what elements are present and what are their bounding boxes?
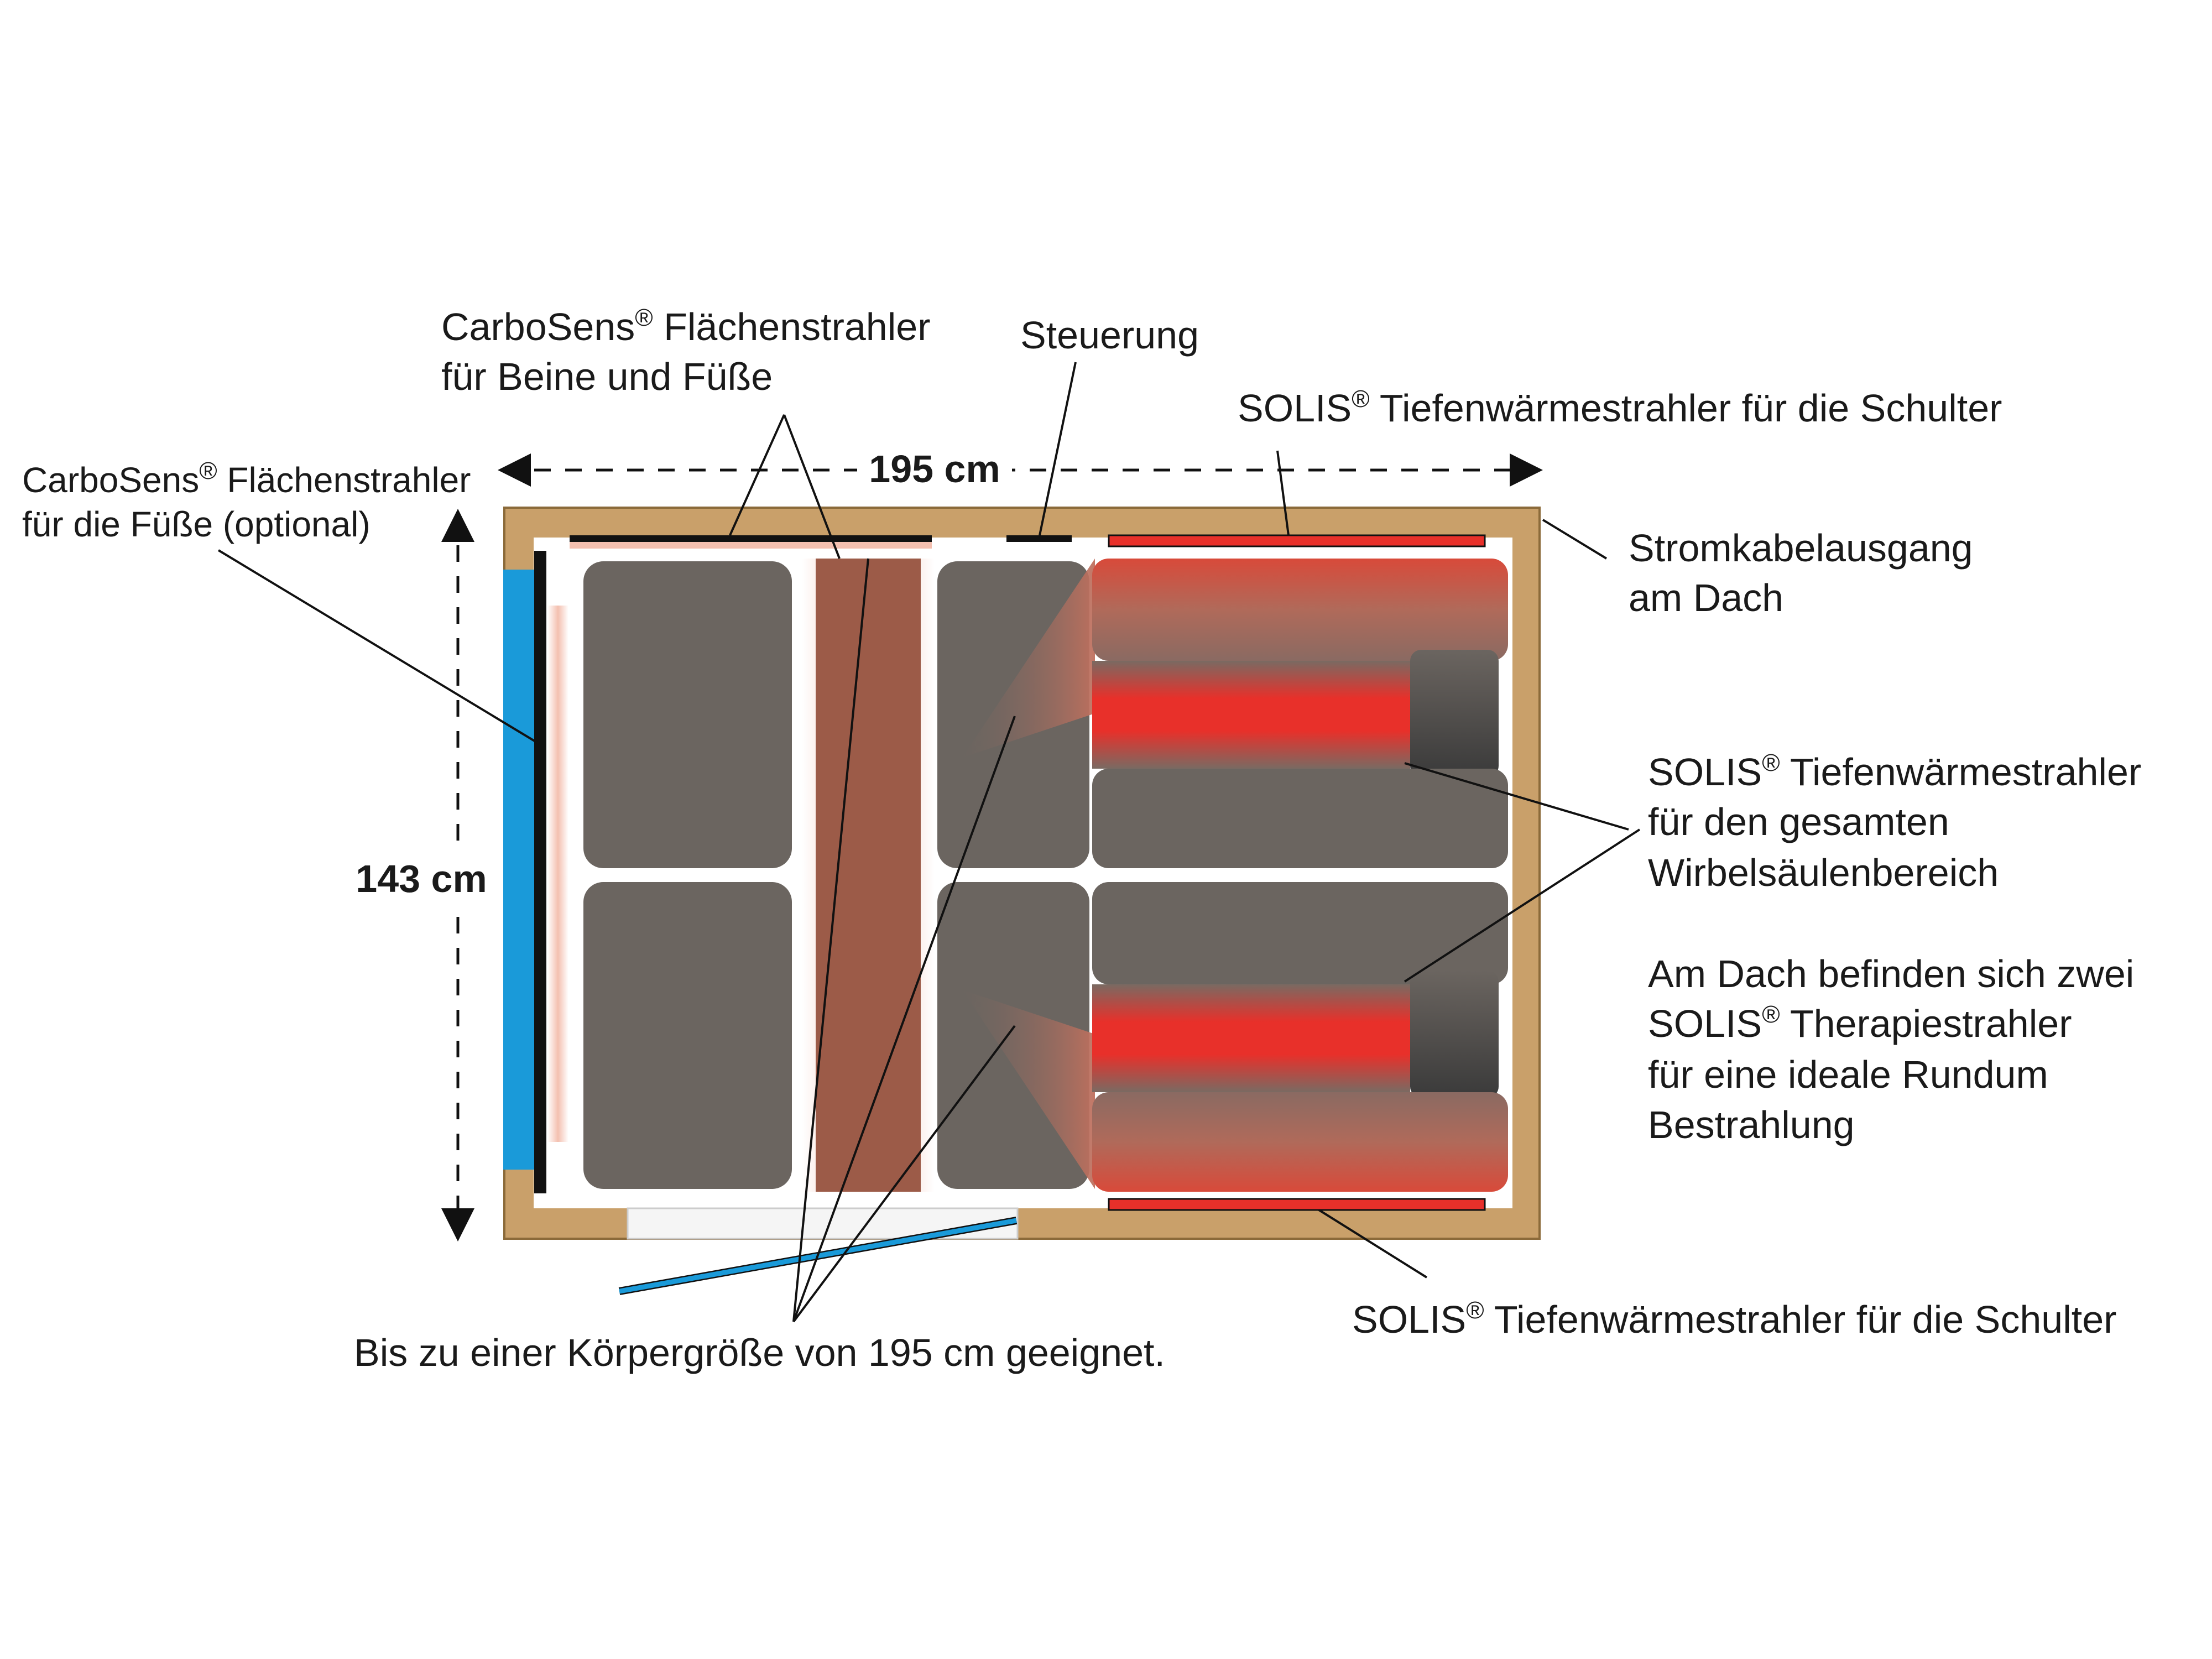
svg-text:CarboSens® Flächenstrahler: CarboSens® Flächenstrahler (22, 457, 471, 500)
label-solis-shoulder-top: SOLIS® Tiefenwärmestrahler für die Schul… (1238, 385, 2002, 430)
svg-text:SOLIS® Tiefenwärmestrahler für: SOLIS® Tiefenwärmestrahler für die Schul… (1352, 1297, 2116, 1341)
label-carbosens-feet-optional: CarboSens® Flächenstrahler für die Füße … (22, 457, 471, 544)
cushion-right-1 (1092, 559, 1508, 661)
label-body-size: Bis zu einer Körpergröße von 195 cm geei… (354, 1331, 1165, 1374)
solis-shoulder-heater-top (1108, 534, 1486, 547)
solis-spine-heater-bottom (1092, 984, 1410, 1092)
leader-foot-heater (217, 549, 540, 745)
svg-text:Am Dach befinden sich zwei: Am Dach befinden sich zwei (1648, 952, 2134, 995)
carbosens-foot-heater-optional (547, 606, 568, 1142)
leader-body-2 (792, 1025, 1016, 1323)
leader-shoulder-bottom (1318, 1209, 1428, 1279)
width-label-bg (857, 445, 1012, 492)
height-label-bg (343, 849, 503, 910)
height-dimension-label: 143 cm (356, 857, 487, 900)
svg-text:SOLIS® Therapiestrahler: SOLIS® Therapiestrahler (1648, 1001, 2072, 1045)
solis-beam-bottom (962, 990, 1095, 1189)
leader-power-cable (1542, 519, 1608, 560)
cushion-right-end-top (1410, 650, 1499, 777)
leader-legs-2 (783, 414, 841, 559)
svg-text:für den gesamten: für den gesamten (1648, 800, 1949, 843)
svg-text:für Beine und Füße: für Beine und Füße (441, 355, 773, 398)
svg-text:für die Füße (optional): für die Füße (optional) (22, 504, 371, 544)
solis-beam-top (962, 559, 1095, 758)
label-carbosens-legs-feet: CarboSens® Flächenstrahler für Beine und… (441, 304, 931, 398)
leader-spine-1 (1404, 762, 1629, 831)
cushion-left-bottom (583, 882, 792, 1189)
svg-text:SOLIS® Tiefenwärmestrahler: SOLIS® Tiefenwärmestrahler (1648, 749, 2141, 794)
label-roof-note: Am Dach befinden sich zwei SOLIS® Therap… (1648, 952, 2134, 1146)
cushion-right-3 (1092, 882, 1508, 984)
svg-text:SOLIS® Tiefenwärmestrahler für: SOLIS® Tiefenwärmestrahler für die Schul… (1238, 385, 2002, 430)
leader-control (1039, 362, 1077, 536)
cushion-right-4 (1092, 1092, 1508, 1192)
leader-spine-2 (1404, 828, 1641, 983)
front-glass-panel (503, 570, 534, 1170)
front-frame-bar (534, 551, 546, 1193)
label-control: Steuerung (1020, 314, 1199, 357)
control-unit (1006, 535, 1072, 542)
carbosens-top-glow (570, 542, 932, 549)
solis-shoulder-heater-bottom (1108, 1198, 1486, 1211)
width-dimension-label: 195 cm (869, 447, 1000, 491)
svg-text:Bestrahlung: Bestrahlung (1648, 1103, 1855, 1146)
svg-text:Stromkabelausgang: Stromkabelausgang (1629, 526, 1973, 570)
leader-shoulder-top (1276, 450, 1290, 536)
carbosens-top-bar (570, 535, 932, 542)
svg-text:Wirbelsäulenbereich: Wirbelsäulenbereich (1648, 851, 1999, 894)
cushion-left-top (583, 561, 792, 868)
cushion-right-end-bottom (1410, 971, 1499, 1098)
carbosens-leg-heater (816, 559, 921, 1192)
svg-text:für eine ideale Rundum: für eine ideale Rundum (1648, 1053, 2048, 1096)
leader-body-3 (792, 558, 869, 1322)
svg-text:CarboSens® Flächenstrahler: CarboSens® Flächenstrahler (441, 304, 931, 348)
leader-body-1 (792, 716, 1016, 1322)
cushion-right-2 (1092, 769, 1508, 868)
label-solis-shoulder-bottom: SOLIS® Tiefenwärmestrahler für die Schul… (1352, 1297, 2116, 1341)
solis-spine-heater-top (1092, 661, 1410, 769)
label-power-cable: Stromkabelausgang am Dach (1629, 526, 1973, 619)
svg-text:am Dach: am Dach (1629, 576, 1783, 619)
label-solis-spine: SOLIS® Tiefenwärmestrahler für den gesam… (1648, 749, 2141, 894)
leader-legs-1 (729, 414, 785, 536)
